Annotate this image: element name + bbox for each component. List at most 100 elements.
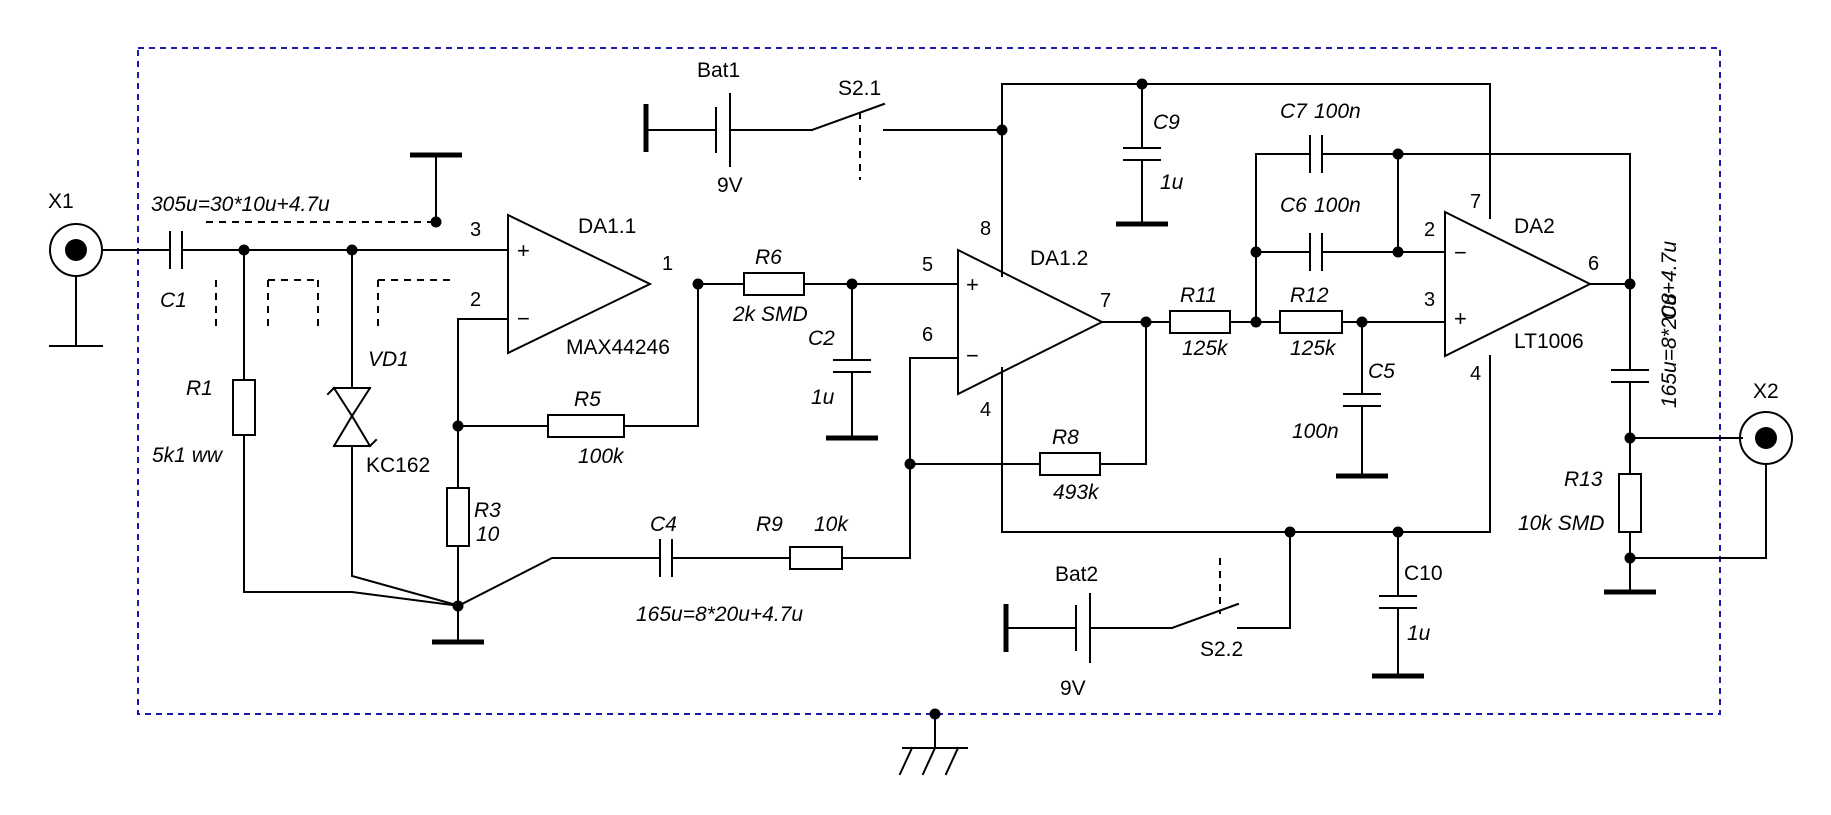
- da1-2-opamp: + − 5 6 7 8 4 DA1.2: [922, 218, 1111, 421]
- bat2-value: 9V: [1060, 677, 1086, 700]
- c2-ref: C2: [808, 327, 835, 350]
- da1-2-pin6: 6: [922, 324, 933, 346]
- r5-value: 100k: [578, 445, 625, 468]
- vd1-value: KC162: [366, 454, 430, 477]
- r13-value: 10k SMD: [1518, 512, 1604, 535]
- da2-ref: DA2: [1514, 215, 1555, 238]
- da1-2-pin8: 8: [980, 218, 991, 240]
- r12-resistor: R12 125k: [1250, 284, 1446, 360]
- da1-1-pin1: 1: [662, 253, 673, 275]
- r5-ref: R5: [574, 388, 601, 411]
- da1-2-minus-sign: −: [966, 343, 979, 368]
- r5-resistor: R5 100k: [452, 283, 699, 468]
- da1-2-pin5: 5: [922, 254, 933, 276]
- s2-2-label: S2.2: [1200, 638, 1243, 661]
- r8-resistor: R8 493k: [909, 321, 1147, 504]
- r8-ref: R8: [1052, 426, 1079, 449]
- r8-value: 493k: [1053, 481, 1100, 504]
- bat1-ref: Bat1: [697, 59, 740, 82]
- bat1-battery: Bat1 9V: [643, 59, 813, 197]
- da2-part: LT1006: [1514, 330, 1584, 353]
- r6-ref: R6: [755, 246, 782, 269]
- r11-value: 125k: [1182, 337, 1229, 360]
- da1-2-plus-sign: +: [966, 272, 979, 297]
- c5-ref: C5: [1368, 360, 1395, 383]
- c9-ref: C9: [1153, 111, 1180, 134]
- c4-value: 165u=8*20u+4.7u: [636, 603, 803, 626]
- r1-value: 5k1 ww: [152, 444, 224, 467]
- c9-capacitor: C9 1u: [1116, 78, 1184, 227]
- c7-value: 100n: [1314, 100, 1361, 123]
- r9-value: 10k: [814, 513, 849, 536]
- c10-capacitor: C10 1u: [1372, 526, 1443, 679]
- r3-value: 10: [476, 523, 500, 546]
- c2-value: 1u: [811, 386, 835, 409]
- chassis-ground-symbol: [898, 708, 968, 776]
- da2-opamp: + − 2 3 6 7 4 DA2 LT1006: [1424, 191, 1599, 385]
- c1-parallel-dashes: [206, 221, 456, 332]
- r12-value: 125k: [1290, 337, 1337, 360]
- da1-2-ref: DA1.2: [1030, 247, 1088, 270]
- da1-1-pin2: 2: [470, 289, 481, 311]
- r1-ref: R1: [186, 377, 213, 400]
- da1-1-opamp: + − 3 2 1 DA1.1 MAX44246: [470, 213, 673, 359]
- c1-value: 305u=30*10u+4.7u: [151, 193, 330, 216]
- shield-frame: [137, 47, 1721, 715]
- c8-value: 165u=8*20u+4.7u: [1658, 241, 1681, 408]
- c8-capacitor: C8 165u=8*20u+4.7u: [1611, 241, 1681, 439]
- da2-pin3: 3: [1424, 289, 1435, 311]
- r11-resistor: R11 125k: [1101, 284, 1281, 360]
- r6-resistor: R6 2k SMD: [692, 246, 959, 326]
- da2-pin7: 7: [1470, 191, 1481, 213]
- c5-capacitor: C5 100n: [1292, 316, 1395, 479]
- c10-value: 1u: [1407, 622, 1431, 645]
- c4-ref: C4: [650, 513, 677, 536]
- c9-value: 1u: [1160, 171, 1184, 194]
- c10-ref: C10: [1404, 562, 1443, 585]
- r9-ref: R9: [756, 513, 783, 536]
- da2-minus-sign: −: [1454, 240, 1467, 265]
- x2-connector: X2: [1739, 380, 1793, 465]
- da1-1-plus-sign: +: [517, 238, 530, 263]
- r12-ref: R12: [1290, 284, 1329, 307]
- r13-ref: R13: [1564, 468, 1603, 491]
- r11-ref: R11: [1180, 284, 1217, 307]
- vd1-ref: VD1: [368, 348, 409, 371]
- c7-ref: C7: [1280, 100, 1308, 123]
- r3-ref: R3: [474, 499, 501, 522]
- x2-label: X2: [1753, 380, 1779, 403]
- x1-label: X1: [48, 190, 74, 213]
- c1-capacitor: 305u=30*10u+4.7u C1: [101, 193, 467, 312]
- s2-2-switch: S2.2: [1170, 531, 1291, 661]
- da1-1-minus-sign: −: [517, 306, 530, 331]
- r6-value: 2k SMD: [732, 303, 808, 326]
- da1-1-ref: DA1.1: [578, 215, 636, 238]
- da2-pin6: 6: [1588, 253, 1599, 275]
- c7-capacitor: C7 100n: [1280, 100, 1361, 173]
- c4-capacitor: C4 165u=8*20u+4.7u: [456, 513, 803, 626]
- r3-resistor: R3 10: [446, 425, 501, 607]
- c1-ref: C1: [160, 289, 187, 312]
- r9-resistor: R9 10k: [756, 463, 911, 570]
- da1-1-part: MAX44246: [566, 336, 670, 359]
- da2-pin2: 2: [1424, 219, 1435, 241]
- da2-plus-sign: +: [1454, 306, 1467, 331]
- da2-pin4: 4: [1470, 363, 1481, 385]
- vd1-zener: VD1 KC162: [326, 244, 462, 608]
- bat2-battery: Bat2 9V: [1003, 563, 1173, 700]
- x1-connector: X1: [48, 190, 103, 347]
- c6-ref: C6: [1280, 194, 1307, 217]
- s2-1-label: S2.1: [838, 77, 881, 100]
- c6-capacitor: C6 100n: [1280, 194, 1361, 271]
- bat1-value: 9V: [717, 174, 743, 197]
- c8-ref: C8: [1658, 293, 1681, 320]
- da1-2-pin7: 7: [1100, 290, 1111, 312]
- c6-value: 100n: [1314, 194, 1361, 217]
- c5-value: 100n: [1292, 420, 1339, 443]
- r1-resistor: R1 5k1 ww: [152, 244, 462, 608]
- c2-capacitor: C2 1u: [808, 278, 878, 441]
- da1-2-pin4: 4: [980, 399, 991, 421]
- bat2-ref: Bat2: [1055, 563, 1098, 586]
- s2-1-switch: S2.1: [810, 77, 1003, 180]
